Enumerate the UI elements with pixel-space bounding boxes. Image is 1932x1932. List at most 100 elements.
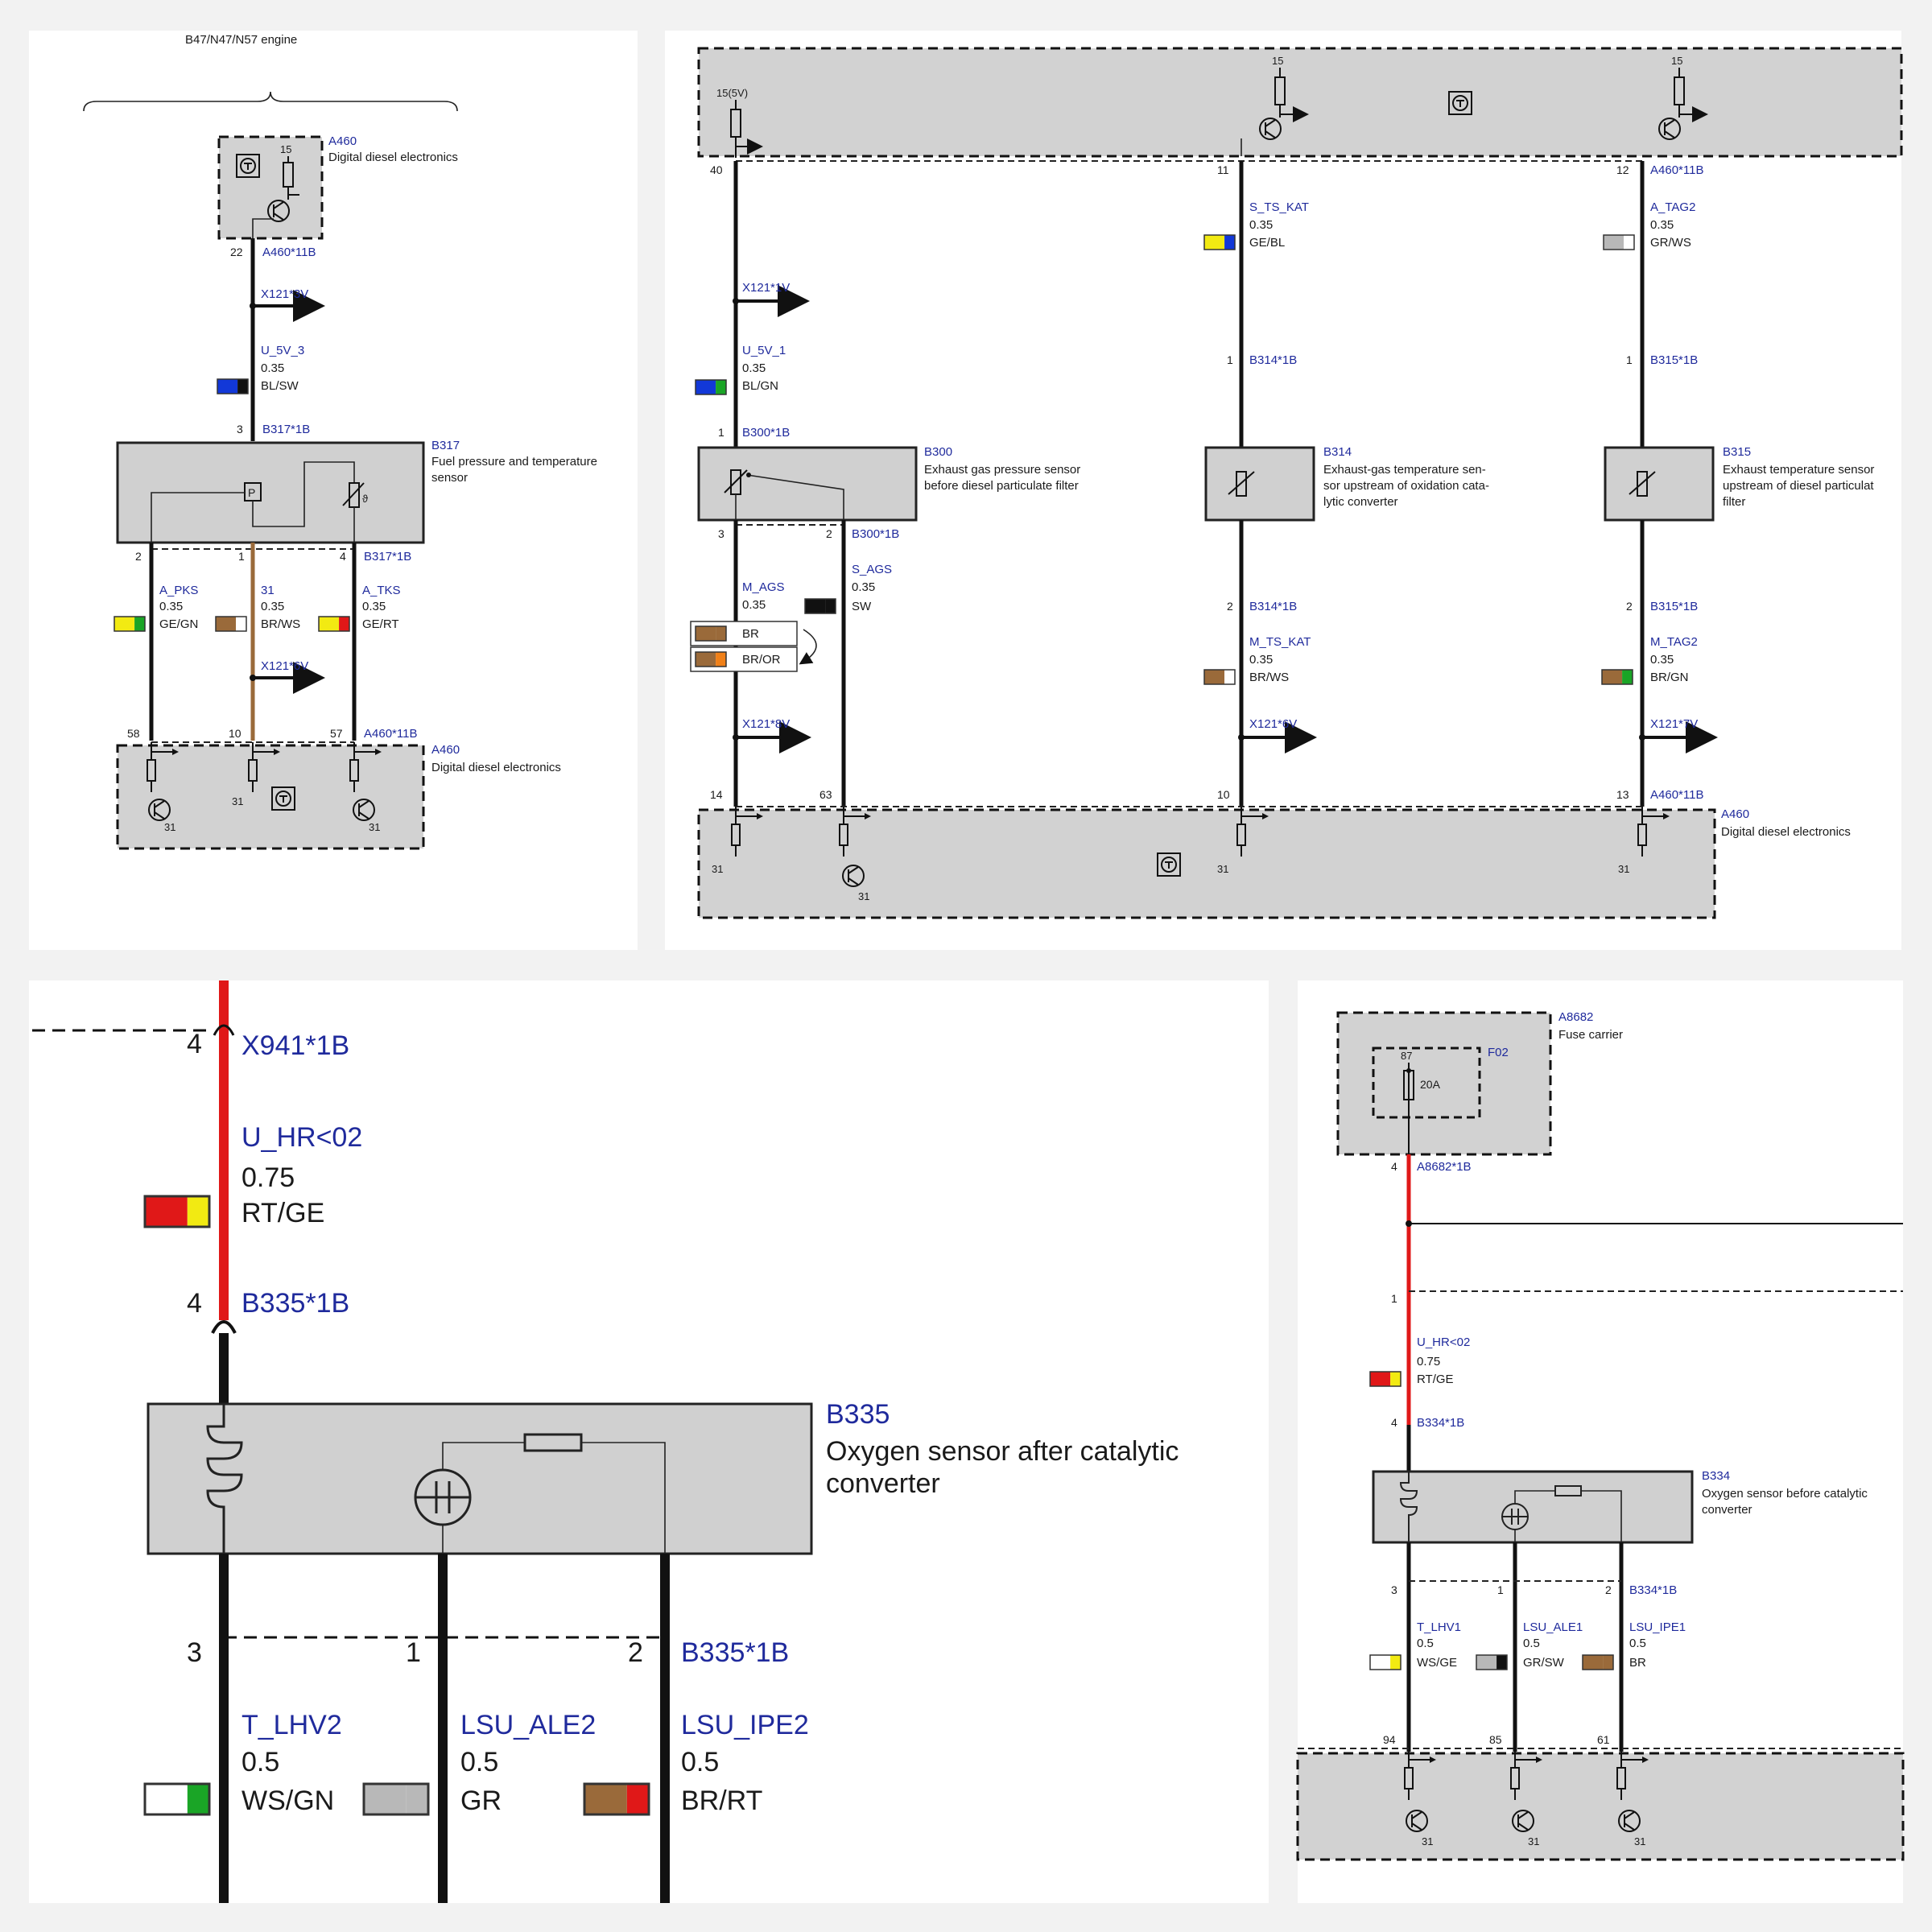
pin-label: 1 (1626, 353, 1633, 366)
pin-label: 4 (340, 550, 346, 563)
ground-label: 31 (232, 795, 243, 807)
ecu-bottom-connector: A460*11B (364, 727, 417, 741)
sensor-b314-name-2: sor upstream of oxidation cata- (1323, 479, 1489, 493)
swatch-secondary (1496, 1655, 1507, 1670)
wire-name: LSU_IPE1 (1629, 1620, 1686, 1634)
wire-gauge: 0.35 (261, 361, 284, 375)
color-swatch (1369, 1371, 1402, 1387)
ground-label: 31 (858, 890, 869, 902)
swatch-secondary (825, 599, 836, 613)
wire-color: GR/WS (1650, 236, 1691, 250)
sensor-b315-id: B315 (1723, 445, 1751, 459)
pin-label: 15 (1671, 55, 1682, 67)
pin-label: 13 (1616, 788, 1629, 801)
connector-label: B315*1B (1650, 600, 1698, 613)
junction-x121-6v: X121*6V (1249, 717, 1297, 731)
wire-color: GR (460, 1785, 502, 1816)
wire-color: BR (1629, 1656, 1646, 1670)
swatch-secondary (187, 1784, 209, 1814)
wire-name: A_TKS (362, 584, 401, 597)
pin-label: 4 (187, 1288, 202, 1319)
sensor-b335-box (147, 1402, 813, 1555)
wire-color-option: BR (742, 627, 759, 641)
wire-name: LSU_ALE2 (460, 1710, 596, 1740)
wire-color: GE/GN (159, 617, 198, 631)
pin-label: 1 (718, 426, 724, 439)
pin-label: 3 (718, 527, 724, 540)
ecu-top-connector: A460*11B (262, 246, 316, 259)
wire-color: WS/GE (1417, 1656, 1457, 1670)
color-swatch (362, 1782, 430, 1816)
pin-label: 2 (135, 550, 142, 563)
ecu-b-name: Digital diesel electronics (1721, 825, 1851, 839)
swatch-secondary (1390, 1372, 1401, 1386)
ecu-bottom-id: A460 (431, 743, 460, 757)
pin-label: 3 (1391, 1583, 1397, 1596)
swatch-border (1603, 234, 1635, 250)
pin-label: 1 (406, 1637, 421, 1668)
swatch-primary (696, 626, 716, 641)
sensor-b315-name-3: filter (1723, 495, 1745, 509)
swatch-secondary (339, 617, 349, 631)
engine-brace (83, 91, 458, 112)
connector-label: X941*1B (242, 1030, 349, 1061)
pin-label: 10 (229, 727, 242, 740)
swatch-secondary (1390, 1655, 1401, 1670)
color-swatch (583, 1782, 650, 1816)
swatch-secondary (1224, 235, 1235, 250)
ground-label: 31 (1528, 1835, 1539, 1847)
swatch-primary (1370, 1655, 1391, 1670)
swatch-primary (114, 617, 135, 631)
wire-gauge: 0.5 (460, 1747, 498, 1777)
pin-label: 2 (1227, 600, 1233, 613)
ecu-top-strip (697, 47, 1903, 158)
wire-color: RT/GE (1417, 1373, 1454, 1386)
color-swatch (1203, 669, 1236, 685)
pin-label: 94 (1383, 1733, 1396, 1746)
wire-name: A_PKS (159, 584, 198, 597)
color-swatch (695, 625, 727, 642)
swatch-primary (145, 1784, 188, 1814)
wire-color: GE/RT (362, 617, 399, 631)
sensor-b335-name: Oxygen sensor after catalytic (826, 1436, 1179, 1467)
color-swatch (143, 1782, 211, 1816)
sensor-b334-box (1372, 1470, 1694, 1544)
wire-name: M_AGS (742, 580, 785, 594)
swatch-border (362, 1782, 430, 1816)
sensor-b317-id: B317 (431, 439, 460, 452)
ecu-top-name: Digital diesel electronics (328, 151, 458, 164)
ecu-d-box (1296, 1752, 1905, 1861)
wire-name: U_HR<02 (1417, 1335, 1470, 1349)
color-swatch (1476, 1654, 1508, 1670)
swatch-primary (1476, 1655, 1497, 1670)
sensor-b315-name: Exhaust temperature sensor (1723, 463, 1874, 477)
sensor-connector-in: B317*1B (262, 423, 310, 436)
color-swatch (804, 598, 836, 614)
swatch-border (695, 625, 727, 642)
swatch-secondary (1603, 1655, 1613, 1670)
fuse-id: F02 (1488, 1046, 1509, 1059)
junction-x121-7v: X121*7V (1650, 717, 1698, 731)
swatch-secondary (1624, 235, 1634, 250)
swatch-primary (1602, 670, 1623, 684)
wire-color: GR/SW (1523, 1656, 1565, 1670)
wire-color: BL/SW (261, 379, 299, 393)
pin-label: 11 (1217, 163, 1229, 176)
wire-name: M_TS_KAT (1249, 635, 1311, 649)
sensor-b317-name-2: sensor (431, 471, 468, 485)
swatch-secondary (236, 617, 246, 631)
wire-name: U_HR<02 (242, 1122, 362, 1153)
carrier-id: A8682 (1558, 1010, 1593, 1024)
sensor-pin-in: 3 (237, 423, 243, 436)
panel-d: 87 20A F02 A8682 Fuse carrier 4 A8682*1B… (1296, 980, 1905, 1903)
wire-gauge: 0.35 (1249, 653, 1273, 667)
wire-name: 31 (261, 584, 275, 597)
sensor-b315-box (1604, 446, 1715, 522)
swatch-border (1203, 669, 1236, 685)
swatch-border (1203, 234, 1236, 250)
color-swatch (318, 616, 350, 632)
wire-gauge: 0.75 (242, 1162, 295, 1193)
swatch-border (1582, 1654, 1614, 1670)
panel-c: 4 X941*1B U_HR<02 0.75 RT/GE 4 B335*1B B… (29, 980, 1269, 1903)
pin-label: 4 (1391, 1416, 1397, 1429)
